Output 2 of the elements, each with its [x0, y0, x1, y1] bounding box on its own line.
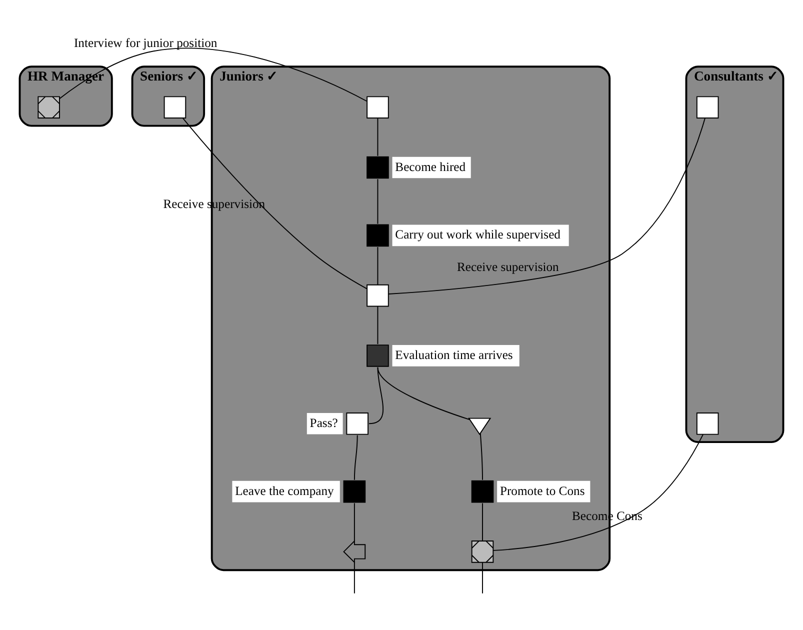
edge-label: Interview for junior position [74, 35, 218, 50]
edge-label: Receive supervision [456, 259, 559, 274]
